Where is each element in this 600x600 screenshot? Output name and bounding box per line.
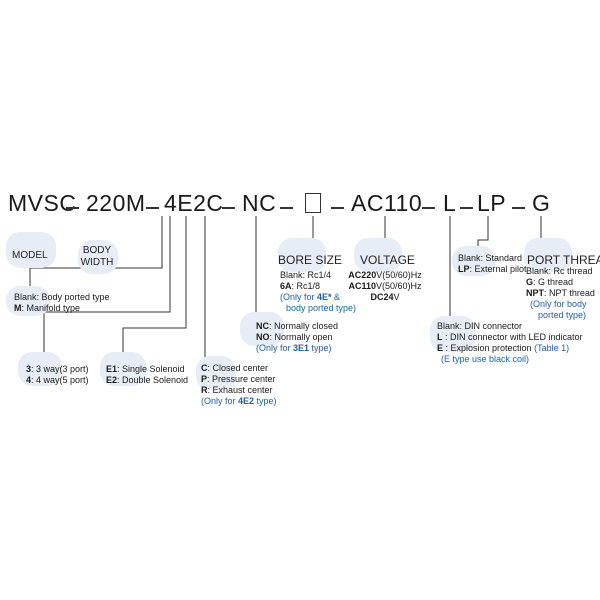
thread-rc: Blank: Rc thread [526, 266, 593, 276]
code-dash [146, 207, 159, 209]
code-segment-body-width: 220M [86, 190, 146, 216]
thread-note-2: ported type) [538, 310, 587, 320]
center-exhaust: R: Exhaust center [201, 385, 273, 395]
ways-options: 3: 3 way(3 port) 4: 4 way(5 port) [26, 364, 89, 386]
blob-ways [18, 352, 62, 386]
thread-options: Blank: Rc thread G: G thread NPT: NPT th… [526, 266, 595, 321]
code-dash [460, 207, 473, 209]
bore-note-1: (Only for 4E* & [280, 292, 341, 302]
blob-body-type [6, 286, 50, 316]
label-bore-size: BORE SIZE [278, 253, 343, 267]
connector-note: (E type use black coil) [441, 354, 530, 364]
blob-pilot [452, 246, 496, 276]
code-segment-pilot: LP [477, 190, 507, 216]
code-segment-normal: NC [242, 190, 277, 216]
code-segment-connector: L [443, 190, 457, 216]
blob-model [6, 232, 56, 268]
code-segment-type: 4E2C [164, 190, 224, 216]
solenoid-options: E1: Single Solenoid E2: Double Solenoid [106, 364, 188, 386]
code-dash [222, 207, 235, 209]
voltage-ac220: AC220V(50/60)Hz [348, 270, 422, 280]
solenoid-e2: E2: Double Solenoid [106, 375, 189, 385]
normal-open: NO: Normally open [256, 332, 333, 342]
center-closed: C: Closed center [201, 363, 269, 373]
blob-normal [240, 312, 284, 346]
normal-options: NC: Normally closed NO: Normally open (O… [256, 321, 338, 354]
bore-note-2: body ported type) [286, 303, 357, 313]
bore-6a: 6A: Rc1/8 [280, 281, 321, 291]
line-solenoid [122, 216, 187, 352]
code-dash [422, 207, 435, 209]
blob-thread [524, 238, 572, 272]
label-width: WIDTH [80, 257, 114, 268]
normal-note: (Only for 3E1 type) [256, 343, 332, 353]
label-model: MODEL [12, 250, 48, 261]
code-dash [66, 207, 79, 209]
normal-closed: NC: Normally closed [256, 321, 339, 331]
connector-options: Blank: DIN connector L : DIN connector w… [437, 321, 583, 365]
body-type-blank: Blank: Body ported type [14, 292, 110, 302]
code-segment-bore-box [305, 193, 321, 213]
pilot-standard: Blank: Standard [458, 253, 523, 263]
code-segment-thread: G [532, 190, 551, 216]
blob-connector [430, 316, 476, 352]
code-dash [280, 207, 293, 209]
code-segment-voltage: AC110 [351, 190, 423, 216]
blob-center [196, 356, 236, 390]
label-body: BODY [82, 245, 112, 256]
voltage-ac110: AC110V(50/60)Hz [348, 281, 422, 291]
blob-voltage [354, 238, 402, 272]
pilot-external: LP: External pilot [458, 264, 527, 274]
ways-3: 3: 3 way(3 port) [26, 364, 89, 374]
body-type-options: Blank: Body ported type M: Manifold type [14, 292, 110, 314]
bore-options: Blank: Rc1/4 6A: Rc1/8 (Only for 4E* & b… [280, 270, 356, 314]
thread-note-1: (Only for body [530, 299, 587, 309]
body-type-manifold: M: Manifold type [14, 303, 81, 313]
blob-solenoid [100, 352, 146, 386]
connector-blank: Blank: DIN connector [437, 321, 523, 331]
thread-npt: NPT: NPT thread [526, 288, 595, 298]
center-note: (Only for 4E2 type) [201, 396, 277, 406]
center-options: C: Closed center P: Pressure center R: E… [201, 363, 277, 407]
label-voltage: VOLTAGE [360, 253, 415, 267]
code-dash [331, 207, 344, 209]
connector-led: L : DIN connector with LED indicator [437, 332, 583, 342]
bore-blank: Blank: Rc1/4 [280, 270, 332, 280]
solenoid-e1: E1: Single Solenoid [106, 364, 185, 374]
blob-body-width [78, 240, 118, 274]
code-segment-model: MVSC [8, 190, 77, 216]
center-pressure: P: Pressure center [201, 374, 276, 384]
thread-g: G: G thread [526, 277, 574, 287]
voltage-dc24: DC24V [370, 292, 400, 302]
label-port-thread: PORT THREAD [527, 253, 600, 267]
pilot-options: Blank: Standard LP: External pilot [458, 253, 527, 275]
connector-explosion: E : Explosion protection (Table 1) [437, 343, 570, 353]
code-dash [512, 207, 525, 209]
line-ways [43, 216, 171, 352]
blob-bore [278, 238, 326, 272]
ways-4: 4: 4 way(5 port) [26, 375, 89, 385]
voltage-options: AC220V(50/60)Hz AC110V(50/60)Hz DC24V [348, 270, 422, 303]
